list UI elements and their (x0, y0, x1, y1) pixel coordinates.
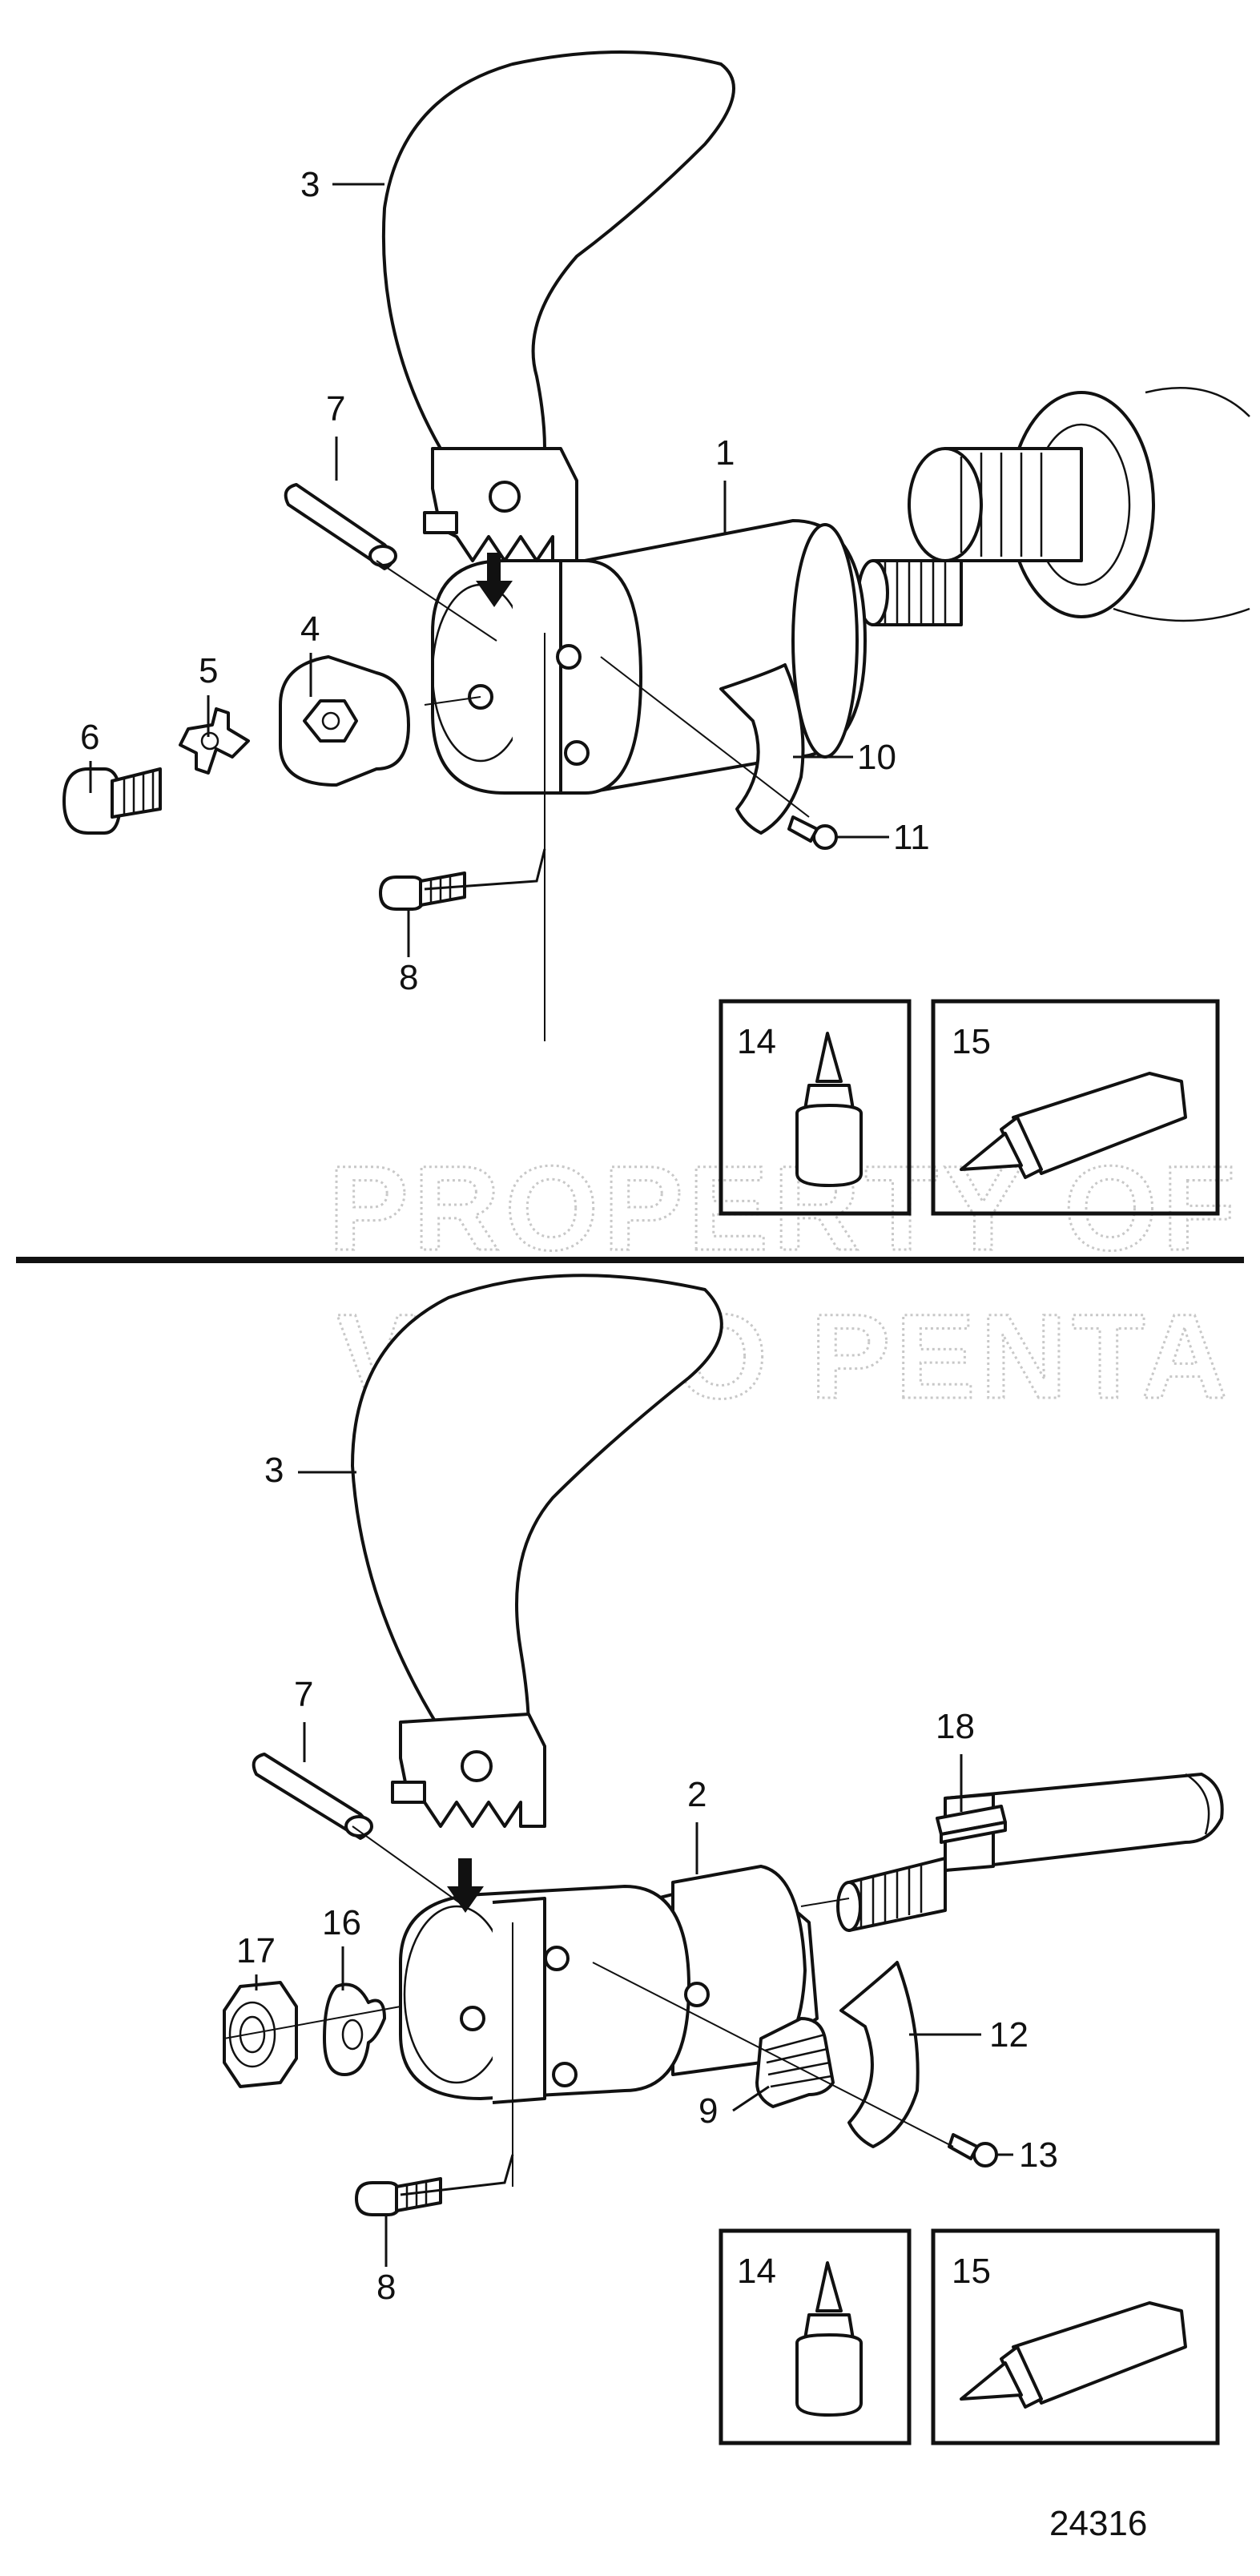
lever-handle-part-3 (381, 50, 735, 562)
pin-part-7 (284, 483, 397, 570)
kit-box-14-bottom: 14 (719, 2228, 912, 2445)
callout-11-top: 11 (893, 818, 930, 857)
callout-4-top: 4 (300, 610, 320, 649)
callouts-top: 3 7 1 4 5 6 10 11 8 (80, 165, 930, 997)
figure-number: 24316 (1049, 2504, 1147, 2543)
callout-5-top: 5 (199, 651, 218, 690)
bolt-part-6 (62, 767, 162, 835)
clamp-bushing-part-4 (279, 655, 410, 787)
adhesive-bottle-icon (795, 1032, 863, 1187)
callout-12-bottom: 12 (989, 2015, 1029, 2055)
tapered-hub-part-2 (399, 1865, 819, 2104)
assembly-arrow-bottom (447, 1858, 484, 1913)
bottom-assembly: 3 7 2 18 17 16 12 9 13 8 14 (223, 1274, 1224, 2543)
shaft-background-bottom (836, 1773, 1224, 1932)
socket-screw-part-8 (379, 871, 466, 911)
callout-9-bottom: 9 (698, 2091, 718, 2131)
key-part-18 (936, 1805, 1007, 1844)
kit-box-14-top: 14 (719, 999, 912, 1216)
callout-17-bottom: 17 (236, 1931, 276, 1970)
kit-label-15-top: 15 (952, 1022, 991, 1061)
shaft-background-top (857, 387, 1250, 626)
callout-8-bottom: 8 (376, 2268, 396, 2307)
callout-16-bottom: 16 (322, 1903, 361, 1942)
kit-box-15-top: 15 (931, 999, 1220, 1216)
grease-tube-icon (960, 1072, 1187, 1179)
small-screw-part-11 (787, 815, 838, 850)
watermark-line-1: PROPERTY OF (328, 1141, 1240, 1275)
alignment-lines-top (376, 560, 810, 1041)
alignment-lines-bottom (223, 1825, 954, 2187)
kit-label-15-bottom: 15 (952, 2252, 991, 2291)
callout-13-bottom: 13 (1019, 2135, 1058, 2175)
tab-washer-part-5 (179, 707, 250, 775)
top-assembly: 3 7 1 4 5 6 10 11 8 14 (62, 50, 1250, 1216)
callout-7-top: 7 (326, 389, 345, 429)
adhesive-bottle-icon (795, 2261, 863, 2417)
lock-washer-part-16 (323, 1982, 386, 2076)
nut-part-17 (223, 1981, 298, 2088)
grease-tube-icon (960, 2301, 1187, 2409)
socket-screw-part-8-bottom (355, 2177, 442, 2216)
callout-18-bottom: 18 (936, 1707, 975, 1746)
kit-label-14-bottom: 14 (737, 2252, 776, 2291)
small-screw-part-13 (948, 2133, 998, 2167)
callout-7-bottom: 7 (294, 1675, 313, 1714)
assembly-arrow-top (476, 553, 513, 607)
callout-3-bottom: 3 (264, 1451, 284, 1490)
lever-handle-part-3-bottom (351, 1274, 723, 1828)
callout-3-top: 3 (300, 165, 320, 204)
callout-10-top: 10 (857, 738, 896, 777)
segment-part-10 (719, 663, 805, 835)
set-screw-part-9 (755, 2017, 835, 2108)
callout-8-top: 8 (399, 958, 418, 997)
kit-box-15-bottom: 15 (931, 2228, 1220, 2445)
callout-1-top: 1 (715, 433, 735, 473)
callout-2-bottom: 2 (687, 1775, 706, 1814)
callout-6-top: 6 (80, 718, 99, 757)
kit-label-14-top: 14 (737, 1022, 776, 1061)
segment-part-12 (839, 1961, 920, 2148)
callouts-bottom: 3 7 2 18 17 16 12 9 13 8 (236, 1451, 1058, 2307)
pin-part-7-bottom (252, 1753, 373, 1840)
